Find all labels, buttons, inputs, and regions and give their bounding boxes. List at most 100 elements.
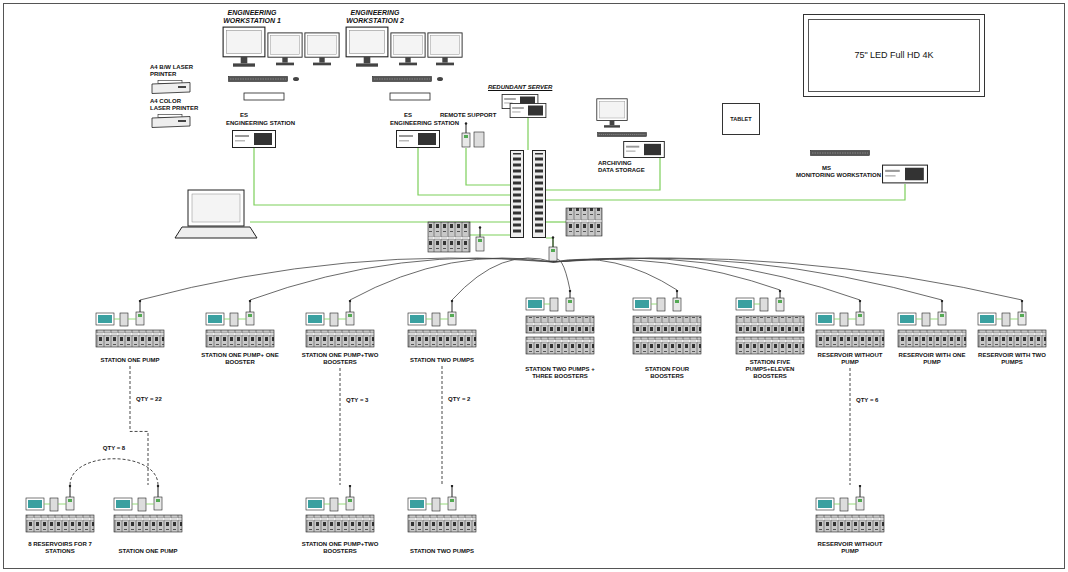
station-equipment [736,290,804,354]
node-label: STATION TWO PUMPS [403,548,481,555]
station-group: RESERVOIR WITHOUT PUMP [807,485,893,557]
printer [152,115,190,128]
station-equipment [978,300,1046,347]
station-group: STATION TWO PUMPS [399,485,485,557]
ethernet-wire [466,148,510,185]
radio-link [553,258,1022,300]
printer [152,81,190,94]
quantity-link [340,368,341,485]
ethernet-wire [546,238,553,248]
station-equipment [206,300,274,347]
quantity-label: QTY = 6 [855,397,879,403]
quantity-link [850,368,851,485]
station-equipment [96,300,164,347]
quantity-label: QTY = 3 [345,397,369,403]
keyboard [811,151,870,156]
central-radio [549,236,557,261]
ethernet-wire [470,234,510,235]
radio-link [553,259,780,290]
station-group: RESERVOIR WITH TWO PUMPS [969,300,1055,368]
station-group: RESERVOIR WITH ONE PUMP [889,300,975,368]
radio-link [350,258,553,300]
device-label: ARCHIVING DATA STORAGE [598,160,648,174]
mouse [293,77,299,81]
ethernet-wire [527,117,528,150]
station-equipment [898,300,966,347]
station-group: STATION TWO PUMPS [399,300,485,366]
station-equipment [26,485,94,532]
tablet-box: TABLET [722,103,760,135]
station-group: STATION ONE PUMP [105,485,191,557]
radio-link [452,258,553,300]
monitor [268,33,302,65]
radio-link [553,258,942,300]
ethernet-wire [546,184,905,200]
device-label: A4 COLOR LASER PRINTER [150,98,200,112]
ethernet-wires [250,117,905,248]
server [510,103,546,117]
device-label: ES [404,112,412,119]
node-label: STATION ONE PUMP+TWO BOOSTERS [301,541,379,555]
station-group: STATION FOUR BOOSTERS [624,290,710,382]
quantity-link [130,366,148,485]
node-label: STATION TWO PUMPS + THREE BOOSTERS [521,366,599,380]
station-group: RESERVOIR WITHOUT PUMP [807,300,893,368]
radio-link [140,258,553,300]
keyboard [597,132,646,136]
display-screen: 75" LED Full HD 4K [803,14,985,97]
device-label: ENGINEERING STATION [390,120,459,127]
node-label: STATION TWO PUMPS [403,357,481,364]
ethernet-wire [546,221,566,222]
archive-pc [624,141,665,157]
laptop-base [175,227,257,238]
engineering-pc [397,131,440,148]
radio-link [250,258,553,300]
node-label: 75" LED Full HD 4K [854,50,933,60]
station-equipment [306,485,374,532]
node-label: STATION ONE PUMP+TWO BOOSTERS [301,352,379,366]
plc-rack [566,208,602,236]
quantity-label: QTY = 2 [447,396,471,402]
station-group: STATION ONE PUMP+TWO BOOSTERS [297,300,383,368]
node-label: RESERVOIR WITH TWO PUMPS [973,352,1051,366]
node-label: RESERVOIR WITHOUT PUMP [811,541,889,555]
quantity-label: QTY = 22 [135,396,163,402]
engineering-pc [233,131,276,148]
device-label: MS [822,165,831,172]
group-title: ENGINEERING WORKSTATION 1 [212,9,292,25]
radio-link [553,258,860,300]
device-label: ENGINEERING STATION [226,120,295,127]
station-group: STATION ONE PUMP [87,300,173,366]
station-equipment [633,290,701,354]
station-group: STATION FIVE PUMPS+ELEVEN BOOSTERS [727,290,813,382]
node-label: 8 RESERVOIRS FOR 7 STATIONS [21,541,99,555]
monitor [305,33,339,65]
slim-device [244,93,284,100]
monitor [428,33,462,65]
group-title: ENGINEERING WORKSTATION 2 [335,9,415,25]
radio-link [553,259,570,290]
device-label: ES [240,112,248,119]
station-group: STATION ONE PUMP+TWO BOOSTERS [297,485,383,557]
node-label: TABLET [730,116,751,122]
station-group: STATION ONE PUMP+ ONE BOOSTER [197,300,283,368]
device-label: MONITORING WORKSTATION [796,172,881,179]
keyboard [373,77,432,82]
device-label: A4 B/W LASER PRINTER [150,64,200,78]
station-equipment [526,290,594,354]
monitor [223,27,265,67]
monitor [391,33,425,65]
station-equipment [306,300,374,347]
plc-rack [428,222,470,252]
station-equipment [114,485,182,532]
laptop-screen [188,190,244,226]
radio-links [140,258,1022,300]
ethernet-wire [250,221,510,222]
node-label: STATION FOUR BOOSTERS [628,366,706,380]
quantity-label: QTY = 8 [102,445,126,451]
node-label: STATION ONE PUMP [109,548,187,555]
ethernet-wire [546,158,660,190]
radio-link [553,259,677,290]
